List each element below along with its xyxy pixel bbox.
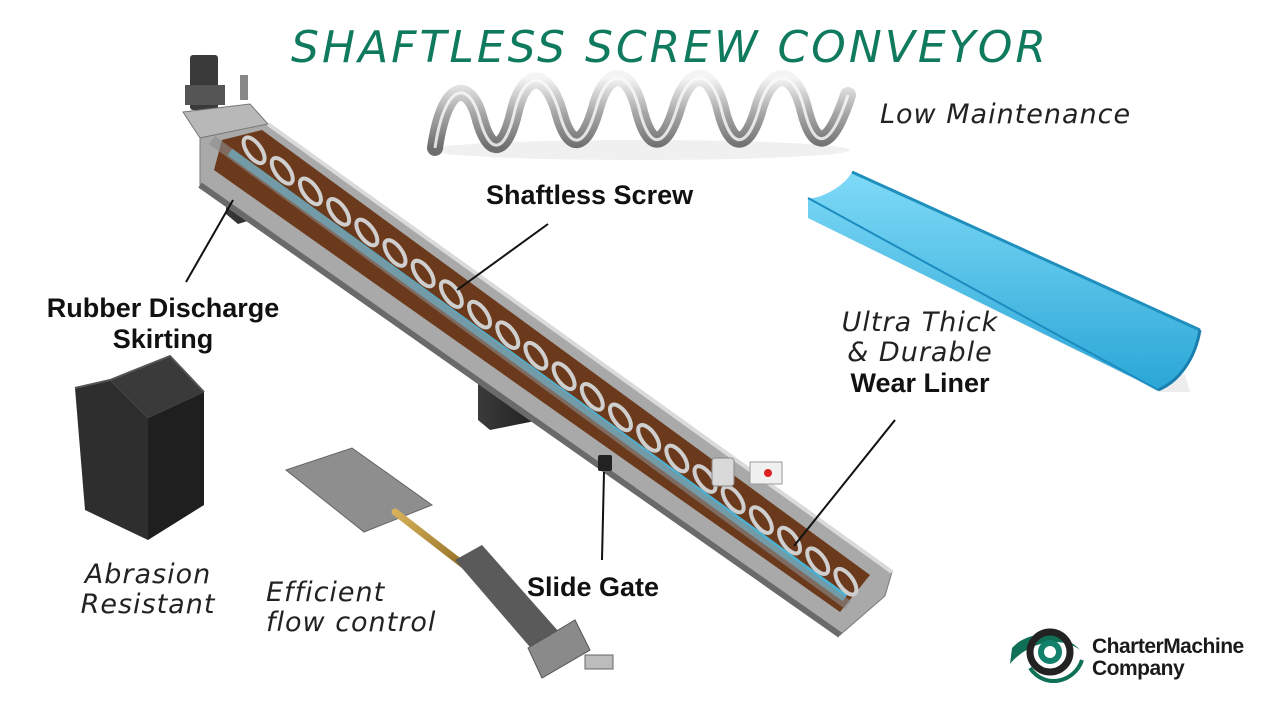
label-wear-liner-line1: Ultra Thick — [841, 307, 999, 338]
label-abrasion-line2: Resistant — [80, 589, 216, 620]
screw-flight — [777, 525, 803, 556]
screw-flight — [241, 135, 267, 166]
label-wear-liner-line3: Wear Liner — [850, 368, 990, 398]
screw-flight — [467, 299, 493, 330]
screw-flight — [326, 197, 352, 227]
screw-flight — [382, 238, 408, 268]
label-wear-liner-line2: & Durable — [847, 337, 993, 368]
logo-line2: Company — [1092, 657, 1185, 680]
slide-gate-actuator — [598, 455, 783, 487]
screw-flight — [579, 382, 605, 412]
slide-gate-assembly — [284, 447, 614, 679]
screw-flight — [551, 361, 577, 392]
screw-flight — [833, 566, 859, 597]
charter-machine-logo-mark — [1010, 628, 1084, 683]
screw-flights — [241, 135, 859, 597]
screw-flight — [636, 423, 662, 453]
label-shaftless-screw: Shaftless Screw — [486, 180, 694, 210]
screw-flight — [269, 156, 295, 186]
label-low-maintenance: Low Maintenance — [880, 99, 1132, 130]
screw-flight — [410, 258, 436, 289]
leader-wear-liner — [793, 419, 896, 547]
screw-flight — [805, 546, 831, 576]
screw-flight — [354, 217, 380, 248]
screw-flight — [607, 402, 633, 433]
screw-flight — [523, 340, 549, 371]
screw-flight — [495, 320, 521, 350]
leader-slide-gate — [601, 471, 605, 561]
page-title: SHAFTLESS SCREW CONVEYOR — [291, 22, 1049, 73]
leader-lines — [185, 199, 896, 561]
screw-flight — [692, 464, 718, 494]
logo-line1: CharterMachine — [1092, 635, 1244, 658]
label-flow-line1: Efficient — [266, 577, 386, 608]
screw-flight — [748, 505, 774, 535]
label-abrasion-resistant: Abrasion Resistant — [60, 560, 236, 620]
label-flow-line2: flow control — [266, 607, 437, 638]
discharge-skirting — [74, 354, 205, 540]
screw-flight — [297, 176, 323, 207]
leader-rubber-skirting — [185, 199, 234, 283]
screw-flight — [664, 443, 690, 474]
label-rubber-skirting-line1: Rubber Discharge — [46, 293, 280, 323]
label-rubber-skirting-line2: Skirting — [112, 324, 214, 354]
wear-liner-sample — [807, 170, 1202, 392]
label-wear-liner: Ultra Thick & Durable Wear Liner — [820, 308, 1020, 399]
label-rubber-skirting: Rubber Discharge Skirting — [30, 293, 296, 355]
leader-shaftless-screw — [456, 223, 549, 291]
screw-flight — [720, 484, 746, 515]
label-slide-gate: Slide Gate — [527, 572, 660, 602]
spiral-sample — [427, 70, 856, 160]
label-flow-control: Efficient flow control — [266, 578, 436, 638]
company-logo-text: CharterMachine Company — [1092, 636, 1244, 680]
label-abrasion-line1: Abrasion — [84, 559, 212, 590]
